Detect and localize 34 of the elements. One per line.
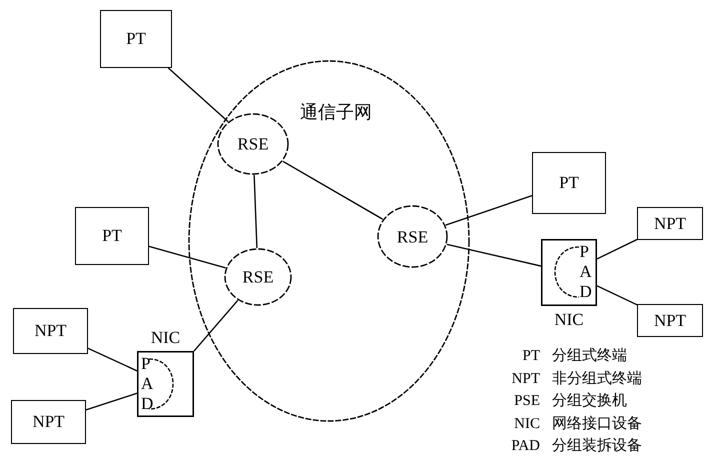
terminal-box: NPT [637, 304, 703, 337]
legend-abbreviation: PAD [511, 439, 540, 454]
terminal-box: PT [532, 152, 606, 214]
switch-label: RSE [242, 268, 274, 286]
connection-line [148, 246, 226, 269]
connection-line [168, 68, 228, 122]
legend-abbreviation: NIC [514, 416, 540, 432]
connection-line [254, 174, 258, 248]
switch-label: RSE [237, 136, 269, 152]
connection-line [88, 348, 138, 372]
legend-description: 网络接口设备 [552, 416, 642, 432]
interface-label: NIC [150, 329, 180, 346]
connection-line [596, 285, 638, 306]
subnet-label: 通信子网 [300, 103, 372, 121]
terminal-box: PT [100, 10, 172, 68]
legend-abbreviation: NPT [512, 372, 540, 386]
legend-description: 分组装拆设备 [552, 439, 642, 454]
interface-label: NIC [554, 311, 584, 328]
connection-line [596, 238, 638, 260]
legend-description: 非分组式终端 [552, 372, 642, 386]
terminal-box: PT [75, 207, 149, 265]
connection-line [282, 160, 384, 220]
terminal-box: NPT [11, 400, 86, 444]
terminal-box: NPT [637, 207, 703, 240]
legend-abbreviation: PSE [514, 394, 540, 409]
switch-label: RSE [396, 228, 428, 245]
connection-line [194, 300, 238, 352]
terminal-box: NPT [13, 308, 88, 354]
connection-line [86, 392, 138, 410]
connection-line [445, 195, 532, 226]
legend-description: 分组交换机 [552, 394, 627, 409]
legend-abbreviation: PT [522, 349, 540, 364]
connection-line [446, 244, 542, 267]
legend-description: 分组式终端 [552, 349, 627, 364]
